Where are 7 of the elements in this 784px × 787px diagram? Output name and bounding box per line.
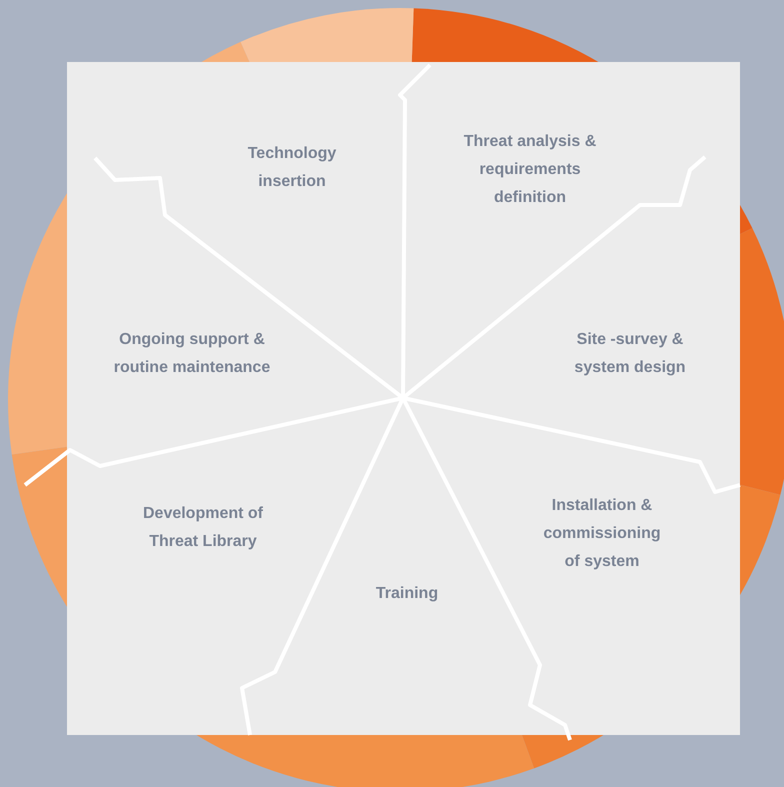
sector-label: Development of Threat Library	[142, 504, 264, 552]
sector-label: Training	[374, 584, 440, 604]
sector-label: Installation & commissioning of system	[542, 496, 662, 572]
sector-label: Site -survey & system design	[573, 330, 687, 378]
sector-label: Ongoing support & routine maintenance	[112, 330, 272, 378]
sector-label: Threat analysis & requirements definition	[462, 132, 598, 208]
sector-label: Technology insertion	[246, 144, 338, 192]
